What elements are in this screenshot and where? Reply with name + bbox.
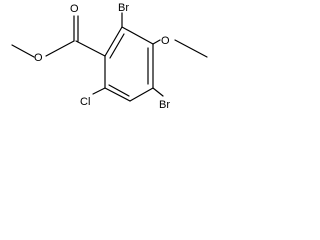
- molecule-canvas: O O Br O Br Cl: [0, 0, 219, 136]
- bond-c7-o-ester: [45, 40, 75, 57]
- structure-diagram: O O Br O Br Cl: [11, 2, 208, 111]
- bond-c3-o-methoxy: [152, 39, 161, 45]
- bond-c4-br-bottom: [152, 87, 164, 97]
- bond-o-ester-methyl: [11, 44, 35, 58]
- atom-labels: O O Br O Br Cl: [34, 2, 170, 111]
- bromine-bottom-label: Br: [159, 99, 170, 111]
- chlorine-label: Cl: [80, 96, 90, 108]
- bromine-top-label: Br: [118, 2, 129, 14]
- bonds: [11, 12, 208, 102]
- bond-c1-c2: [104, 26, 123, 57]
- bond-c6-cl: [92, 87, 106, 95]
- bond-inner-c1-c2: [109, 33, 125, 59]
- bond-inner-c5-c6: [108, 84, 130, 97]
- ester-oxygen-label: O: [34, 52, 43, 64]
- bond-o-methoxy-methyl: [174, 39, 208, 58]
- bond-c2-c3: [121, 26, 154, 45]
- bond-c7-c1: [75, 40, 106, 57]
- bond-c4-c5: [129, 87, 154, 102]
- carbonyl-oxygen-label: O: [70, 3, 79, 15]
- methoxy-oxygen-label: O: [161, 35, 170, 47]
- bond-c5-c6: [104, 87, 131, 102]
